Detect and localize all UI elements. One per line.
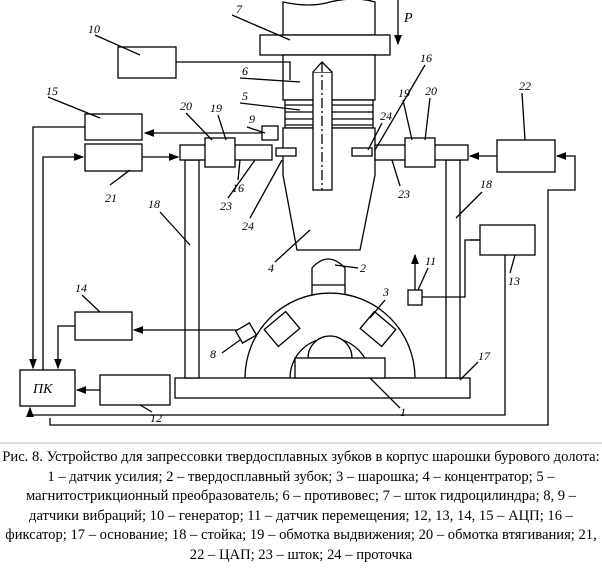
- svg-text:7: 7: [236, 2, 243, 16]
- svg-text:6: 6: [242, 64, 248, 78]
- adc-15-block: [84, 113, 143, 141]
- svg-text:1: 1: [400, 405, 406, 419]
- svg-text:10: 10: [88, 22, 100, 36]
- svg-text:14: 14: [75, 281, 87, 295]
- svg-text:2: 2: [360, 261, 366, 275]
- svg-text:19: 19: [210, 101, 222, 115]
- svg-text:24: 24: [242, 219, 254, 233]
- svg-text:18: 18: [148, 197, 160, 211]
- part-labels: 10 7 6 5 9 15 20 19 16 19 20 22 21 16 23…: [46, 2, 531, 425]
- device-diagram: P ПК: [0, 0, 602, 444]
- svg-text:17: 17: [478, 349, 491, 363]
- wiring: [26, 61, 576, 426]
- hydraulic-rod: [259, 0, 391, 56]
- svg-text:12: 12: [150, 411, 162, 425]
- left-stand: [184, 159, 200, 379]
- adc-12-block: [99, 374, 171, 406]
- adc-14-block: [74, 311, 133, 341]
- svg-text:22: 22: [519, 79, 531, 93]
- svg-text:23: 23: [220, 199, 232, 213]
- figure-caption: Рис. 8. Устройство для запрессовки тверд…: [2, 449, 600, 563]
- dac-21-block: [84, 143, 143, 172]
- svg-text:24: 24: [380, 109, 392, 123]
- svg-text:P: P: [403, 11, 413, 26]
- svg-text:23: 23: [398, 187, 410, 201]
- center-bolt: [312, 61, 333, 191]
- svg-text:19: 19: [398, 86, 410, 100]
- displacement-sensor: [407, 289, 423, 306]
- svg-text:13: 13: [508, 274, 520, 288]
- svg-text:16: 16: [232, 181, 244, 195]
- svg-text:16: 16: [420, 51, 432, 65]
- base: [174, 377, 471, 399]
- svg-text:15: 15: [46, 84, 58, 98]
- svg-text:11: 11: [425, 254, 436, 268]
- svg-text:4: 4: [268, 261, 274, 275]
- pc-block: [19, 369, 76, 407]
- svg-text:3: 3: [382, 285, 389, 299]
- left-fixator: [179, 137, 297, 168]
- dac-22-block: [496, 139, 556, 173]
- pc-label: ПК: [32, 382, 53, 397]
- svg-text:20: 20: [180, 99, 192, 113]
- right-stand: [445, 159, 461, 379]
- force-arrow: P: [394, 0, 413, 46]
- svg-text:21: 21: [105, 191, 117, 205]
- svg-text:8: 8: [210, 347, 216, 361]
- force-sensor: [294, 357, 386, 379]
- svg-text:5: 5: [242, 89, 248, 103]
- right-fixator: [351, 137, 469, 168]
- vibration-sensor-8: [234, 322, 258, 344]
- adc-13-block: [479, 224, 536, 256]
- svg-text:9: 9: [249, 112, 255, 126]
- svg-text:18: 18: [480, 177, 492, 191]
- generator-block: [117, 46, 177, 79]
- svg-text:20: 20: [425, 84, 437, 98]
